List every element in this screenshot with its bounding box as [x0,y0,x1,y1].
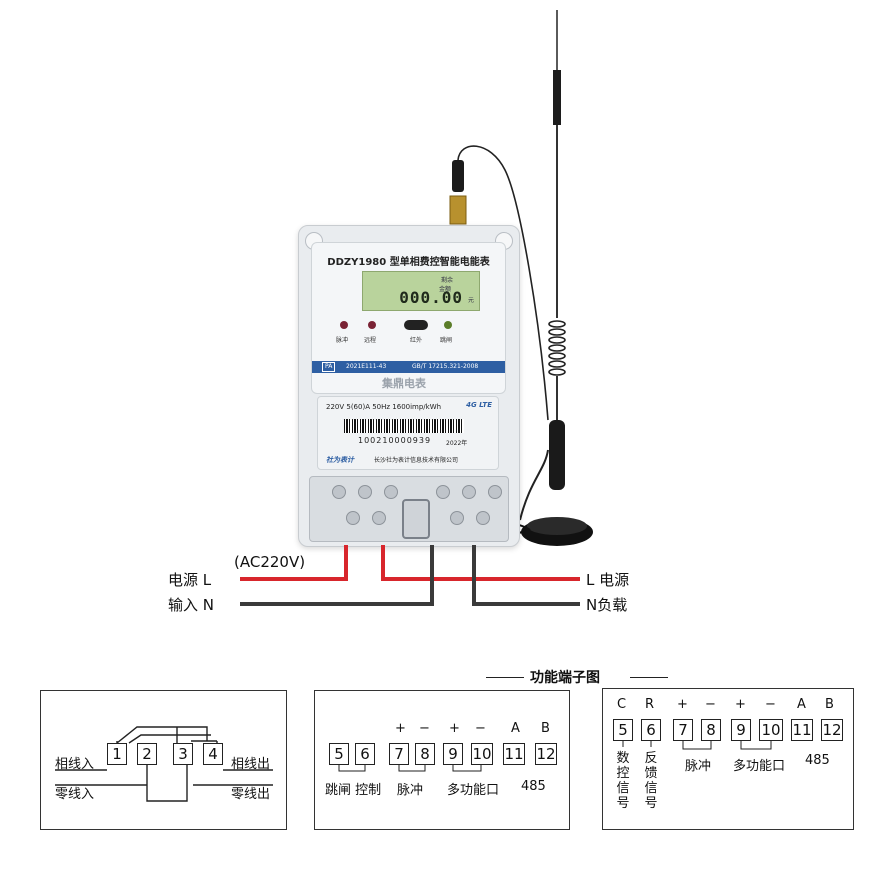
cert-number: 2021E111-43 [346,363,387,370]
terminal-7: 7 [673,719,693,741]
antenna-illustration [449,10,593,546]
certification-bar: PA 2021E111-43 GB/T 17215.321-2008 [312,361,505,373]
meter-title: DDZY1980 型单相费控智能电能表 [327,257,490,268]
label-power-l: 电源 L [168,571,212,589]
panel3-brackets [622,741,772,750]
terminal-6: 6 [355,743,375,765]
diagram-title-rule-right [630,677,668,678]
network-badge: 4G LTE [466,401,492,409]
diagram-title-rule-left [486,677,524,678]
terminal-1: 1 [107,743,127,765]
sign-b: B [825,697,834,712]
wiring-lines [240,545,580,606]
label-multifunction: 多功能口 [733,759,786,774]
terminal-8: 8 [701,719,721,741]
terminal-2: 2 [137,743,157,765]
label-485: 485 [805,753,830,768]
terminal-11: 11 [503,743,525,765]
sign-c: C [617,697,627,712]
smart-meter: DDZY1980 型单相费控智能电能表 剩余 金额 000.00 元 脉冲 远程… [298,225,520,547]
serial-number: 100210000939 [358,436,432,445]
lcd-display: 剩余 金额 000.00 元 [362,271,480,311]
terminal-5: 5 [613,719,633,741]
terminal-10: 10 [759,719,783,741]
label-load-n: N负载 [586,596,628,614]
nameplate: 220V 5(60)A 50Hz 1600imp/kWh 4G LTE 1002… [317,396,499,470]
panel2-brackets [338,765,482,772]
meter-face: DDZY1980 型单相费控智能电能表 剩余 金额 000.00 元 脉冲 远程… [311,242,506,394]
lcd-label-remaining: 剩余 [441,277,454,284]
panel-aux-terminals: + − + − A B 5 6 7 8 9 10 11 12 跳闸 控制 脉冲 … [314,690,570,830]
terminal-10: 10 [471,743,493,765]
label-trip-control: 跳闸 控制 [325,783,382,798]
sign-12: B [541,721,550,736]
panel1-wiring [55,726,273,802]
infrared-window [404,320,428,330]
label-multifunction: 多功能口 [447,783,500,798]
sign-a: A [797,697,806,712]
lcd-label-amount: 金额 [439,286,452,293]
brand-logo: 社为表计 [326,456,354,464]
terminal-3: 3 [173,743,193,765]
panel-main-terminals: 1 2 3 4 相线入 零线入 相线出 零线出 [40,690,287,830]
sign-8: − [419,721,430,736]
led-label-pulse: 脉冲 [336,337,349,344]
spec-text: 220V 5(60)A 50Hz 1600imp/kWh [326,403,442,411]
label-neutral-out: 零线出 [231,787,271,802]
watermark: 集鼎电表 [382,377,426,390]
terminal-4: 4 [203,743,223,765]
sign-7: + [395,721,406,736]
terminal-9: 9 [731,719,751,741]
terminal-cover [309,476,509,542]
panel-prepaid-terminals: C R + − + − A B 5 6 7 8 9 10 11 12 数控 信号… [602,688,854,830]
label-phase-in: 相线入 [55,757,95,772]
sign-minus-2: − [765,697,776,712]
label-485: 485 [521,779,546,794]
standard-number: GB/T 17215.321-2008 [412,363,479,370]
led-label-remote: 远程 [364,337,377,344]
sign-plus-1: + [677,697,688,712]
manufacture-year: 2022年 [446,440,468,447]
label-neutral-in: 零线入 [55,787,95,802]
sign-r: R [645,697,655,712]
label-phase-out: 相线出 [231,757,271,772]
led-remote [368,321,376,329]
label-pulse: 脉冲 [397,783,424,798]
lcd-unit: 元 [467,297,474,304]
sign-9: + [449,721,460,736]
led-label-ir: 红外 [410,337,423,344]
label-pulse: 脉冲 [685,759,712,774]
terminal-7: 7 [389,743,409,765]
label-out-l: L 电源 [586,571,630,589]
lcd-value: 000.00 [399,288,463,307]
sign-11: A [511,721,520,736]
sign-10: − [475,721,486,736]
terminal-6: 6 [641,719,661,741]
terminal-12: 12 [821,719,843,741]
label-feedback-signal: 反馈 信号 [644,751,658,811]
sign-minus-1: − [705,697,716,712]
terminal-12: 12 [535,743,557,765]
seal-clip [402,499,430,539]
led-pulse [340,321,348,329]
diagram-title: 功能端子图 [530,670,600,686]
led-trip [444,321,452,329]
terminal-8: 8 [415,743,435,765]
led-label-trip: 跳闸 [440,337,453,344]
cert-mark: PA [322,362,336,372]
terminal-11: 11 [791,719,813,741]
company-name: 长沙社为表计信息技术有限公司 [374,457,459,464]
ac-voltage-label: (AC220V) [234,553,306,571]
label-numeric-control-signal: 数控 信号 [616,751,630,811]
sign-plus-2: + [735,697,746,712]
label-input-n: 输入 N [168,596,214,614]
terminal-5: 5 [329,743,349,765]
terminal-9: 9 [443,743,463,765]
barcode [344,419,464,433]
